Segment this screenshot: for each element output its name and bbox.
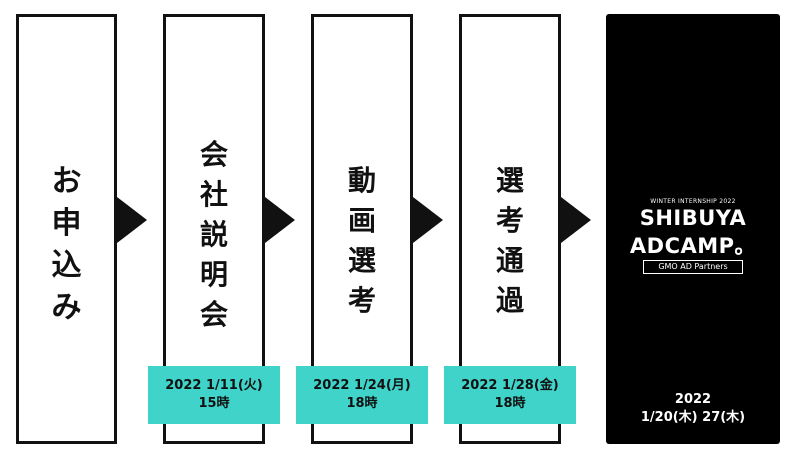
step-passed-date: 2022 1/28(金) 18時 — [444, 366, 576, 424]
logo-subtitle: WINTER INTERNSHIP 2022 — [650, 198, 736, 205]
step-briefing-label: 会 社 説 明 会 — [199, 138, 228, 331]
step-passed-label: 選 考 通 過 — [495, 164, 524, 317]
logo-line-2: ADCAMP。 — [629, 234, 757, 258]
step-video-selection-label: 動 画 選 考 — [347, 164, 376, 317]
logo-company: GMO AD Partners — [643, 260, 743, 274]
arrow-1-icon — [117, 197, 147, 243]
final-event-date: 2022 1/20(木) 27(木) — [640, 392, 746, 425]
step-apply-label: お 申 込 み — [51, 164, 82, 325]
step-apply: お 申 込 み — [16, 14, 117, 444]
arrow-2-icon — [265, 197, 295, 243]
arrow-4-icon — [561, 197, 591, 243]
final-event-panel: WINTER INTERNSHIP 2022 SHIBUYA ADCAMP。 G… — [606, 14, 780, 444]
step-video-selection-date: 2022 1/24(月) 18時 — [296, 366, 428, 424]
arrow-3-icon — [413, 197, 443, 243]
step-briefing-date: 2022 1/11(火) 15時 — [148, 366, 280, 424]
logo-line-1: SHIBUYA — [639, 206, 747, 230]
